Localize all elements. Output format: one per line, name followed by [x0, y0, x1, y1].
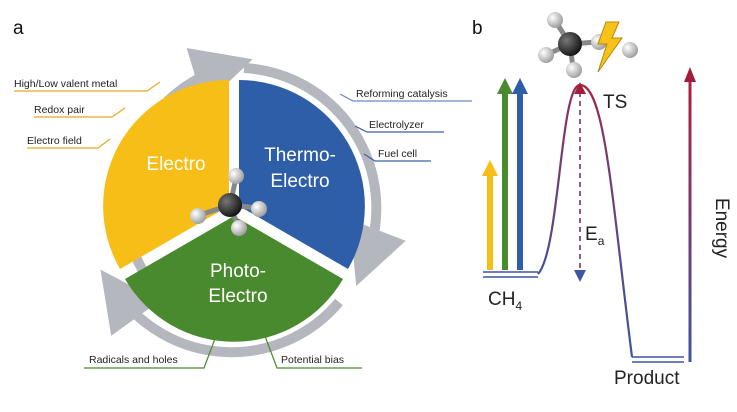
methane-molecule-ts	[538, 12, 638, 78]
sector-photo-electro	[125, 216, 343, 342]
product-level	[632, 356, 684, 363]
lightning-bolt-icon	[597, 21, 623, 73]
cycle-arrow-bottom	[100, 269, 343, 358]
callout-electrolyzer: Electrolyzer	[369, 119, 424, 131]
callout-electro-field: Electro field	[27, 135, 82, 147]
energy-axis-label: Energy	[711, 198, 732, 259]
methane-molecule-center	[190, 168, 267, 236]
callout-radicals-and-holes: Radicals and holes	[89, 354, 178, 366]
callout-potential-bias: Potential bias	[281, 354, 344, 366]
yellow-energy-arrow	[487, 174, 493, 270]
callout-reforming-catalysis: Reforming catalysis	[356, 88, 448, 100]
transition-state-label: TS	[603, 92, 627, 113]
callout-fuel-cell: Fuel cell	[378, 148, 417, 160]
panel-a-letter: a	[13, 18, 24, 39]
reactant-label: CH4	[488, 289, 522, 313]
reactant-level	[483, 271, 538, 278]
thermo-electro-label-line2: Electro	[270, 171, 329, 192]
bottom-callouts: Radicals and holes Potential bias	[84, 335, 362, 369]
panel-b-letter: b	[472, 18, 483, 39]
activation-energy-arrow	[574, 82, 586, 282]
excitation-arrows	[482, 78, 528, 270]
electro-label: Electro	[146, 154, 205, 175]
energy-axis-arrow	[684, 67, 696, 362]
callout-high-low-valent-metal: High/Low valent metal	[14, 78, 117, 90]
photo-electro-label-line2: Electro	[208, 286, 267, 307]
reaction-energy-curve	[537, 83, 634, 358]
right-callouts: Reforming catalysis Electrolyzer Fuel ce…	[339, 88, 472, 162]
cycle-arrow-right	[243, 63, 406, 287]
left-callouts: High/Low valent metal Redox pair Electro…	[14, 78, 161, 149]
green-energy-arrow	[502, 92, 508, 270]
photo-electro-label-line1: Photo-	[210, 261, 266, 282]
sector-thermo-electro	[239, 80, 365, 269]
thermo-electro-label-line1: Thermo-	[264, 145, 336, 166]
product-label: Product	[614, 368, 680, 389]
callout-redox-pair: Redox pair	[34, 104, 85, 116]
activation-energy-label: Ea	[585, 224, 605, 248]
blue-energy-arrow	[517, 92, 523, 270]
